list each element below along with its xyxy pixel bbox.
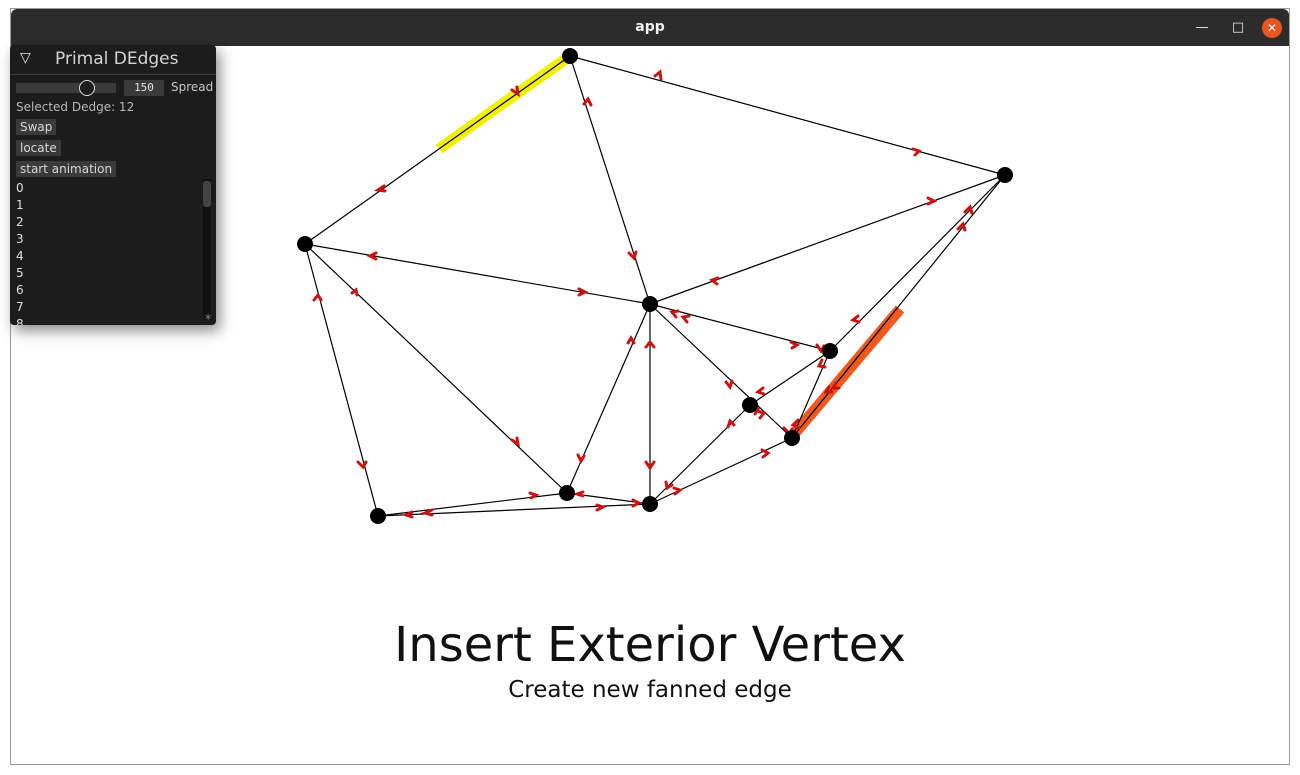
resize-grip-icon[interactable]: ∗ [204, 312, 213, 323]
spread-value-field[interactable]: 150 [124, 80, 164, 96]
vertex [742, 397, 758, 413]
selected-dedge-text: Selected Dedge: 12 [16, 100, 135, 114]
vertices[interactable] [297, 48, 1013, 524]
window-title: app [635, 19, 665, 35]
caption-title: Insert Exterior Vertex [394, 617, 906, 673]
collapse-triangle-icon[interactable]: ▽ [20, 50, 31, 66]
list-item[interactable]: 8 [16, 317, 24, 325]
title-bar: app — □ ✕ [11, 9, 1289, 46]
swap-button[interactable]: Swap [16, 119, 57, 135]
close-icon[interactable]: ✕ [1262, 18, 1282, 38]
list-item[interactable]: 0 [16, 181, 24, 195]
vertex [297, 236, 313, 252]
list-item[interactable]: 3 [16, 232, 24, 246]
list-scrollbar-thumb[interactable] [203, 181, 211, 207]
panel-title: Primal DEdges [55, 49, 179, 69]
vertex [822, 343, 838, 359]
edges [304, 55, 1006, 517]
list-item[interactable]: 6 [16, 283, 24, 297]
primal-dedges-panel[interactable]: ▽ Primal DEdges 150 Spread Selected Dedg… [10, 45, 216, 325]
vertex [784, 430, 800, 446]
list-item[interactable]: 7 [16, 300, 24, 314]
dedge-list[interactable]: 0 1 2 3 4 5 6 7 8 [16, 180, 206, 325]
spread-label: Spread [171, 80, 214, 94]
spread-slider[interactable] [16, 83, 116, 93]
vertex [559, 485, 575, 501]
direction-arrows [312, 69, 974, 519]
locate-button[interactable]: locate [16, 140, 61, 156]
vertex [642, 296, 658, 312]
start-animation-button[interactable]: start animation [16, 161, 117, 177]
list-item[interactable]: 5 [16, 266, 24, 280]
vertex [997, 167, 1013, 183]
vertex [562, 48, 578, 64]
vertex [642, 496, 658, 512]
caption-subtitle: Create new fanned edge [508, 677, 792, 703]
list-item[interactable]: 1 [16, 198, 24, 212]
list-item[interactable]: 2 [16, 215, 24, 229]
panel-header[interactable]: ▽ Primal DEdges [10, 45, 216, 75]
spread-slider-knob[interactable] [79, 80, 95, 96]
minimize-icon[interactable]: — [1195, 20, 1209, 35]
list-scrollbar[interactable] [203, 179, 211, 320]
list-item[interactable]: 4 [16, 249, 24, 263]
vertex [370, 508, 386, 524]
maximize-icon[interactable]: □ [1231, 20, 1245, 35]
